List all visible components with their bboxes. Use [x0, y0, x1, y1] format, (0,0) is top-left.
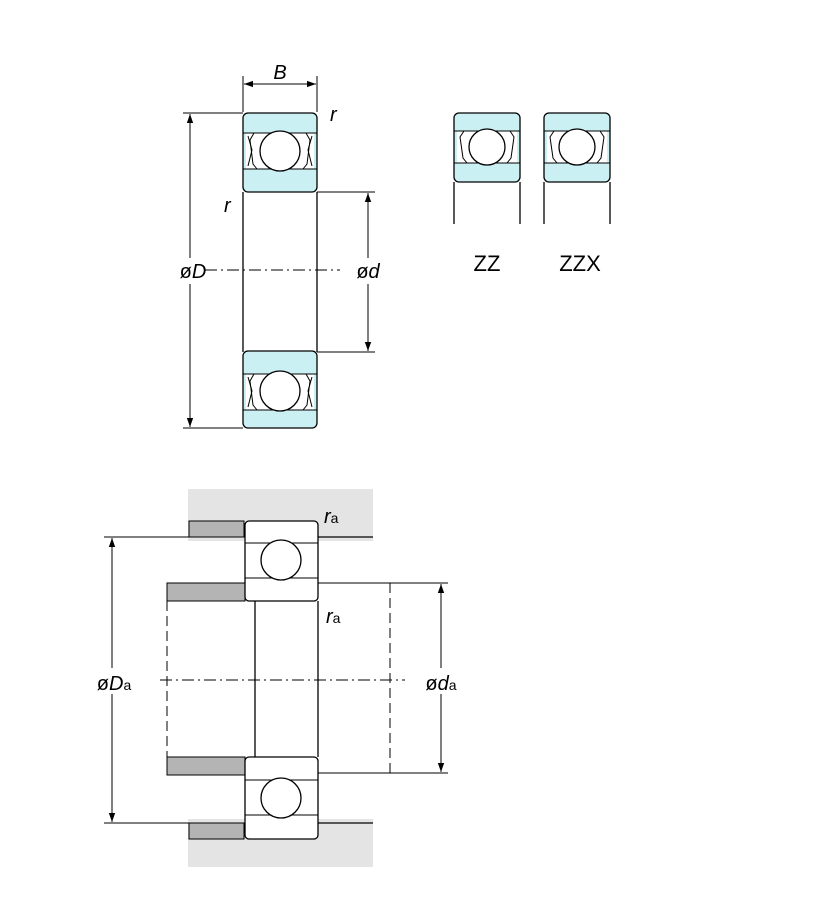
ball — [259, 370, 301, 412]
label-r-side: r — [224, 195, 232, 217]
dimension-bore-diameter: ød — [317, 191, 381, 353]
dimension-shaft-diameter: øda — [390, 582, 457, 774]
shaft-shoulder-bottom — [166, 756, 246, 776]
variant-label: ZZX — [559, 251, 601, 276]
ball — [260, 539, 302, 581]
ball — [558, 128, 596, 166]
label-ra-mid: ra — [326, 606, 341, 628]
ball — [259, 130, 301, 172]
label-outer-diameter: øD — [180, 261, 207, 283]
ball — [468, 128, 506, 166]
dimension-outer-diameter: øD — [180, 112, 243, 429]
variant-zzx: ZZX — [543, 112, 611, 276]
label-b: B — [273, 62, 286, 84]
variant-label: ZZ — [474, 251, 501, 276]
ball — [260, 777, 302, 819]
lower-bearing-mounted — [244, 756, 319, 840]
upper-bearing-mounted — [244, 520, 319, 602]
label-r-top: r — [330, 104, 338, 126]
housing-shoulder-bottom — [188, 822, 245, 840]
mounting-section: ra ra øDa øda — [97, 489, 457, 867]
label-shaft-diameter: øda — [425, 673, 456, 695]
lower-bearing-section — [242, 350, 318, 429]
label-housing-diameter: øDa — [97, 673, 132, 695]
upper-bearing-section — [242, 112, 318, 193]
dimension-housing-diameter: øDa — [97, 536, 189, 824]
shaft-shoulder-top — [166, 582, 246, 602]
variant-zz: ZZ — [453, 112, 521, 276]
label-ra-top: ra — [324, 506, 339, 528]
label-bore-diameter: ød — [356, 261, 380, 283]
housing-shoulder-top — [188, 520, 245, 538]
bearing-section-top: B r r — [180, 62, 381, 429]
dimension-b: B — [242, 62, 318, 112]
